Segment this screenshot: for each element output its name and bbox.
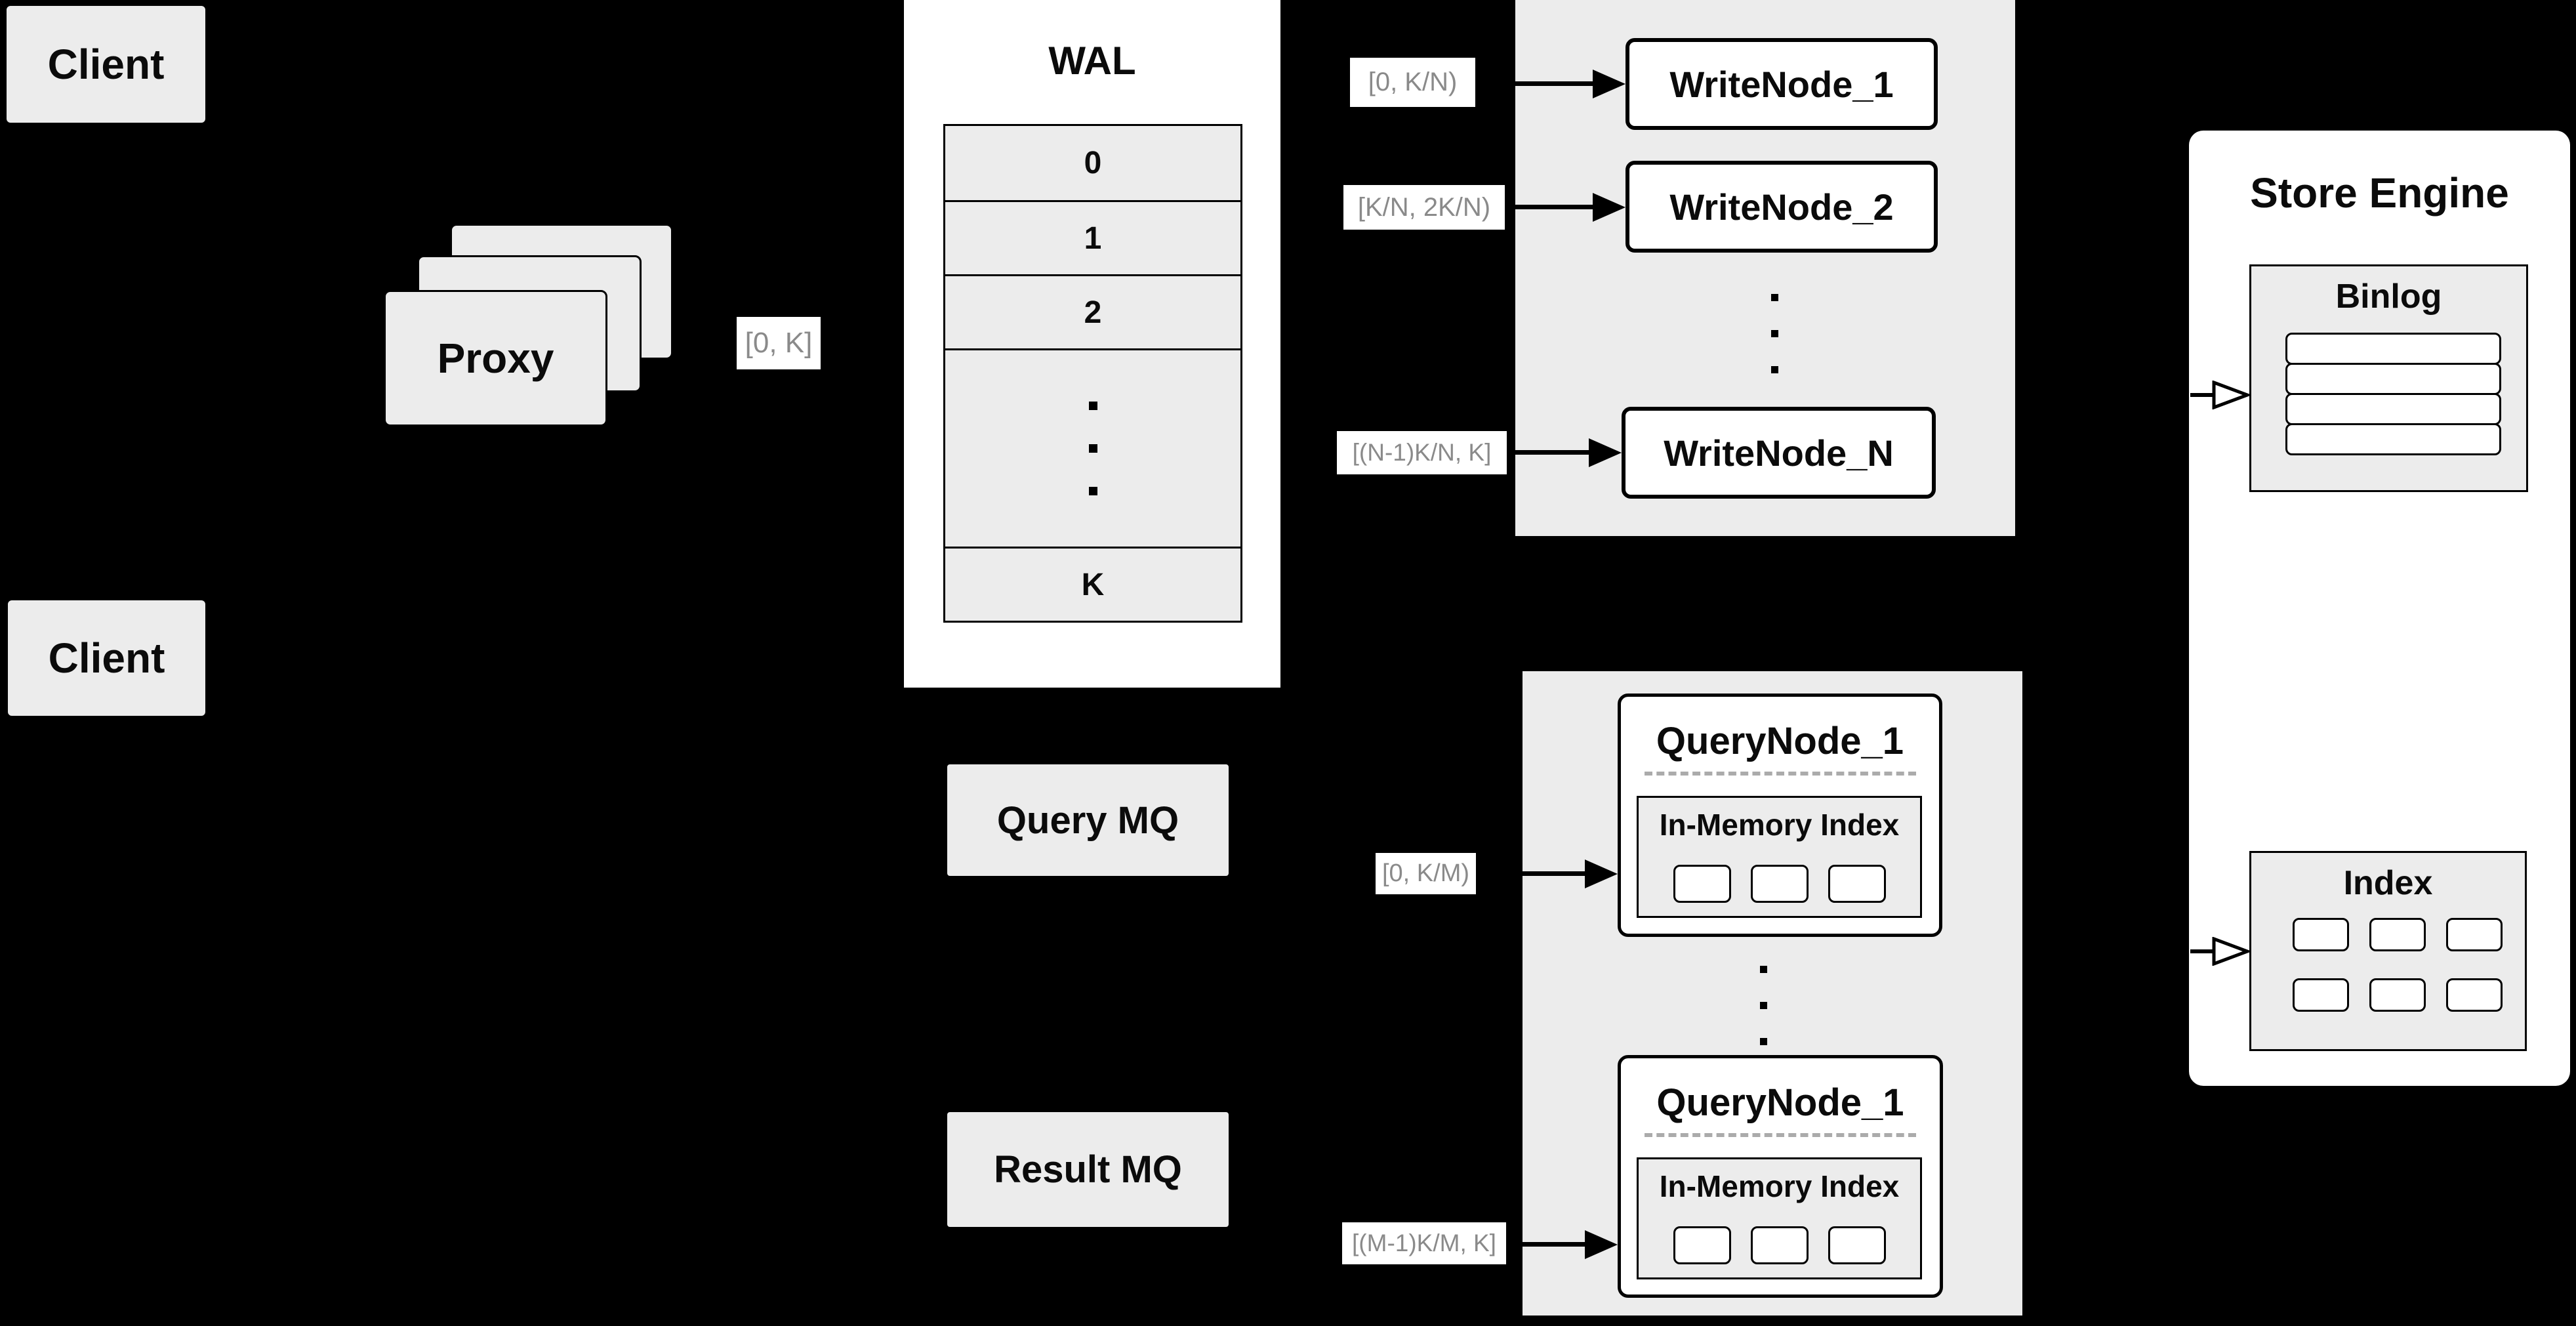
query-node-divider	[1645, 1133, 1916, 1137]
query-mq-box: Query MQ	[946, 763, 1230, 877]
memory-segment-square	[1828, 865, 1886, 903]
memory-segment-square	[1828, 1226, 1886, 1264]
range-label-write-node-n: [(N-1)K/N, K]	[1337, 431, 1507, 474]
index-cell	[2369, 918, 2426, 951]
memory-segments	[1639, 1226, 1920, 1264]
memory-segment-square	[1673, 865, 1731, 903]
wal-panel: WAL 0 1 2 K	[904, 0, 1280, 688]
arrowhead-icon	[1585, 860, 1618, 888]
store-engine-panel: Store Engine Binlog Index	[2189, 131, 2570, 1086]
query-node-title: QueryNode_1	[1656, 1081, 1904, 1124]
memory-segment-square	[1750, 865, 1809, 903]
query-node-top-box: QueryNode_1 In-Memory Index	[1618, 694, 1942, 937]
wal-segment-row: 2	[945, 274, 1240, 348]
wal-ellipsis-row	[945, 348, 1240, 547]
wal-row-label: 1	[1084, 220, 1102, 256]
arrowhead-icon	[1589, 438, 1622, 467]
memory-segments	[1639, 865, 1920, 903]
binlog-row	[2285, 393, 2501, 425]
binlog-title: Binlog	[2335, 278, 2442, 316]
index-cells	[2293, 918, 2503, 1012]
range-label-proxy-out: [0, K]	[737, 317, 821, 369]
wal-segment-row: 1	[945, 200, 1240, 274]
arrow-to-query-node-bottom	[1507, 1242, 1586, 1247]
index-cell	[2293, 978, 2349, 1012]
open-arrow-line-binlog	[2190, 393, 2214, 397]
vertical-ellipsis-icon	[1088, 384, 1097, 512]
result-mq-box: Result MQ	[946, 1111, 1230, 1228]
wal-title: WAL	[1048, 39, 1136, 83]
vertical-ellipsis-icon	[1760, 951, 1767, 1060]
range-label-text: [(N-1)K/N, K]	[1352, 439, 1492, 466]
range-label-write-node-1: [0, K/N)	[1350, 58, 1475, 107]
in-memory-index-box: In-Memory Index	[1637, 796, 1922, 918]
write-node-1-box: WriteNode_1	[1625, 38, 1938, 130]
arrow-to-write-node-n	[1508, 450, 1589, 455]
memory-segment-square	[1750, 1226, 1809, 1264]
range-label-write-node-2: [K/N, 2K/N)	[1343, 185, 1505, 230]
client-bottom-label: Client	[48, 634, 165, 682]
arrow-to-query-node-top	[1477, 871, 1586, 876]
binlog-row	[2285, 363, 2501, 395]
wal-row-label: 2	[1084, 295, 1102, 330]
write-node-n-box: WriteNode_N	[1622, 407, 1936, 499]
index-cell	[2446, 918, 2503, 951]
binlog-rows	[2285, 333, 2501, 455]
in-memory-index-box: In-Memory Index	[1637, 1157, 1922, 1279]
range-label-text: [0, K/M)	[1381, 860, 1470, 887]
query-mq-label: Query MQ	[996, 798, 1179, 842]
arrowhead-icon	[1585, 1230, 1618, 1259]
range-label-proxy-out-text: [0, K]	[745, 327, 813, 359]
open-arrowhead-icon	[2212, 381, 2249, 409]
arrowhead-icon	[1593, 70, 1625, 98]
range-label-query-node-m: [(M-1)K/M, K]	[1342, 1222, 1506, 1264]
query-node-divider	[1645, 772, 1916, 776]
wal-segment-row: 0	[945, 126, 1240, 200]
store-engine-title: Store Engine	[2250, 169, 2509, 217]
client-top-label: Client	[47, 41, 165, 88]
range-label-text: [(M-1)K/M, K]	[1352, 1230, 1496, 1256]
vertical-ellipsis-icon	[1771, 280, 1778, 388]
range-label-query-node-1: [0, K/M)	[1376, 853, 1476, 894]
binlog-row	[2285, 333, 2501, 365]
arrow-to-write-node-1	[1476, 81, 1593, 86]
index-title: Index	[2343, 864, 2433, 902]
in-memory-index-title: In-Memory Index	[1659, 1169, 1900, 1203]
binlog-row	[2285, 423, 2501, 455]
memory-segment-square	[1673, 1226, 1731, 1264]
in-memory-index-title: In-Memory Index	[1659, 808, 1900, 842]
open-arrow-line-index	[2190, 949, 2214, 953]
query-node-bottom-box: QueryNode_1 In-Memory Index	[1618, 1055, 1943, 1298]
wal-row-label: 0	[1084, 146, 1102, 180]
index-box: Index	[2249, 851, 2527, 1051]
arrow-to-write-node-2	[1506, 205, 1593, 209]
open-arrowhead-icon	[2212, 937, 2249, 966]
wal-segment-row: K	[945, 547, 1240, 621]
query-node-title: QueryNode_1	[1656, 720, 1904, 762]
index-cell	[2446, 978, 2503, 1012]
write-node-2-box: WriteNode_2	[1625, 161, 1938, 253]
wal-row-label: K	[1081, 567, 1105, 602]
range-label-text: [K/N, 2K/N)	[1357, 192, 1491, 222]
binlog-box: Binlog	[2249, 264, 2528, 492]
client-box-bottom: Client	[7, 599, 207, 717]
result-mq-label: Result MQ	[994, 1148, 1182, 1191]
proxy-card-front: Proxy	[384, 290, 607, 426]
proxy-label: Proxy	[437, 335, 554, 382]
write-node-n-label: WriteNode_N	[1664, 432, 1894, 474]
index-cell	[2369, 978, 2426, 1012]
range-label-text: [0, K/N)	[1368, 68, 1458, 96]
write-node-2-label: WriteNode_2	[1669, 186, 1894, 228]
client-box-top: Client	[5, 5, 207, 124]
write-node-1-label: WriteNode_1	[1669, 63, 1894, 105]
index-cell	[2293, 918, 2349, 951]
wal-segment-table: 0 1 2 K	[943, 124, 1242, 623]
arrowhead-icon	[1593, 193, 1625, 222]
